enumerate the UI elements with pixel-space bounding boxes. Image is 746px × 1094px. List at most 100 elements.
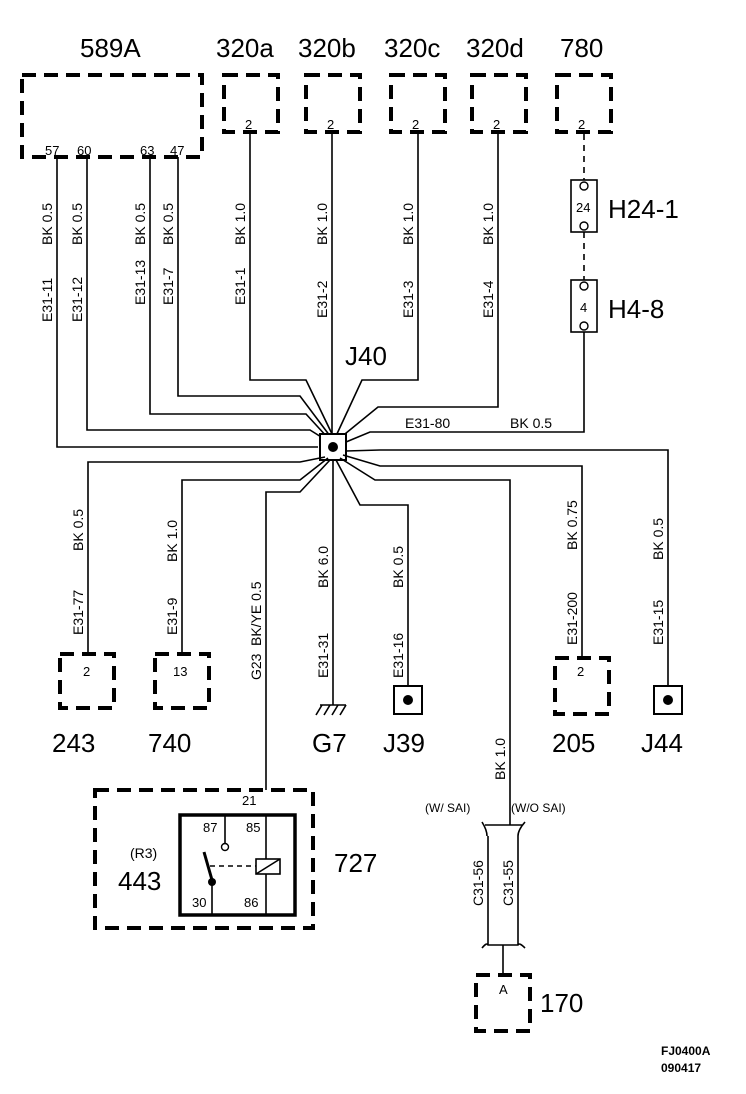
- component-205-label: 205: [552, 728, 595, 758]
- label-e31-1-spec: BK 1.0: [232, 203, 248, 245]
- pin-727-21: 21: [242, 793, 256, 808]
- wire-e31-11: [56, 157, 318, 448]
- wire-e31-80: [345, 332, 585, 443]
- junction-j40-label: J40: [345, 341, 387, 371]
- junction-j39-dot: [403, 695, 413, 705]
- pin-320c: 2: [412, 117, 419, 132]
- option-without-sai: (W/O SAI): [511, 801, 566, 815]
- pin-320d: 2: [493, 117, 500, 132]
- label-e31-77: E31-77 BK 0.5: [70, 509, 86, 635]
- connector-h4-8-bottom-terminal: [579, 321, 589, 331]
- label-e31-16-id: E31-16: [390, 633, 406, 678]
- ground-icon: [315, 704, 347, 716]
- component-205-box: [553, 656, 611, 716]
- label-g23-spec: BK/YE 0.5: [248, 581, 264, 646]
- wire-e31-200: [342, 454, 583, 657]
- component-320c-label: 320c: [384, 33, 440, 63]
- component-780-label: 780: [560, 33, 603, 63]
- pin-170: A: [499, 982, 508, 997]
- relay-pin-86: 86: [244, 895, 258, 910]
- pin-47: 47: [170, 143, 184, 158]
- wire-e31-15: [345, 449, 669, 688]
- relay-443-box: [178, 813, 297, 917]
- wire-g23: [265, 459, 331, 790]
- wire-e31-1: [249, 132, 334, 437]
- diagram-date: 090417: [661, 1061, 701, 1075]
- label-g23-id: G23: [248, 653, 264, 680]
- label-e31-2-id: E31-2: [314, 280, 330, 318]
- label-e31-3: E31-3 BK 1.0: [400, 203, 416, 318]
- component-320a-label: 320a: [216, 33, 274, 63]
- label-e31-15-spec: BK 0.5: [650, 518, 666, 560]
- label-e31-16: E31-16 BK 0.5: [390, 546, 406, 678]
- label-e31-200-id: E31-200: [564, 592, 580, 645]
- label-c31-55: C31-55: [500, 860, 516, 906]
- label-e31-7-spec: BK 0.5: [160, 203, 176, 245]
- pin-780: 2: [578, 117, 585, 132]
- label-e31-3-id: E31-3: [400, 280, 416, 318]
- relay-number: 443: [118, 866, 161, 896]
- wire-e31-3: [335, 132, 419, 437]
- label-e31-4-spec: BK 1.0: [480, 203, 496, 245]
- relay-pin-85: 85: [246, 820, 260, 835]
- component-320d-box: [470, 73, 528, 134]
- component-320b-box: [304, 73, 362, 134]
- connector-h24-1-pin: 24: [576, 200, 590, 215]
- diagram-code: FJ0400A: [661, 1044, 711, 1058]
- component-320a-box: [222, 73, 280, 134]
- option-bracket-left: [481, 821, 488, 837]
- wire-e31-4: [339, 132, 499, 439]
- connector-h24-1-label: H24-1: [608, 194, 679, 224]
- junction-j44-label: J44: [641, 728, 683, 758]
- pin-243: 2: [83, 664, 90, 679]
- label-c31-56: C31-56: [470, 860, 486, 906]
- wire-e31-16: [335, 459, 409, 688]
- label-e31-13-id: E31-13: [132, 260, 148, 305]
- label-e31-4: E31-4 BK 1.0: [480, 203, 496, 318]
- pin-740: 13: [173, 664, 187, 679]
- connector-h4-8-label: H4-8: [608, 294, 664, 324]
- component-780-box: [555, 73, 613, 134]
- component-243-label: 243: [52, 728, 95, 758]
- relay-ref: (R3): [130, 845, 157, 861]
- wire-e31-7: [177, 157, 331, 437]
- label-e31-12-id: E31-12: [69, 277, 85, 322]
- label-e31-15-id: E31-15: [650, 600, 666, 645]
- component-589a-box: [20, 73, 204, 159]
- wire-e31-12: [86, 157, 327, 441]
- label-e31-1-id: E31-1: [232, 267, 248, 305]
- component-589a-label: 589A: [80, 33, 141, 63]
- component-170-label: 170: [540, 988, 583, 1018]
- label-e31-7-id: E31-7: [160, 267, 176, 305]
- connector-h4-8-top-terminal: [579, 281, 589, 291]
- label-e31-3-spec: BK 1.0: [400, 203, 416, 245]
- wire-e31-9: [181, 457, 329, 652]
- label-e31-13: E31-13 BK 0.5: [132, 203, 148, 305]
- option-bracket-right: [517, 821, 526, 837]
- connector-h24-1-top-terminal: [579, 181, 589, 191]
- wire-e31-77: [87, 456, 326, 652]
- component-740-box: [153, 652, 211, 710]
- label-e31-7: E31-7 BK 0.5: [160, 203, 176, 305]
- component-243-box: [58, 652, 116, 710]
- label-g23: G23 BK/YE 0.5: [248, 581, 264, 680]
- pin-205: 2: [577, 664, 584, 679]
- relay-pin-30: 30: [192, 895, 206, 910]
- label-e31-2: E31-2 BK 1.0: [314, 203, 330, 318]
- label-e31-4-id: E31-4: [480, 280, 496, 318]
- junction-j44-dot: [663, 695, 673, 705]
- label-e31-31: E31-31 BK 6.0: [315, 546, 331, 678]
- label-e31-200: E31-200 BK 0.75: [564, 500, 580, 645]
- ground-g7-label: G7: [312, 728, 347, 758]
- label-e31-77-spec: BK 0.5: [70, 509, 86, 551]
- label-e31-12: E31-12 BK 0.5: [69, 203, 85, 322]
- wire-bk-1-0: [339, 457, 511, 825]
- component-320b-label: 320b: [298, 33, 356, 63]
- junction-j39-label: J39: [383, 728, 425, 758]
- connector-h24-1-bottom-terminal: [579, 221, 589, 231]
- label-e31-16-spec: BK 0.5: [390, 546, 406, 588]
- label-e31-9: E31-9 BK 1.0: [164, 520, 180, 635]
- label-e31-11-spec: BK 0.5: [39, 203, 55, 245]
- label-bk-1-0-spec: BK 1.0: [492, 738, 508, 780]
